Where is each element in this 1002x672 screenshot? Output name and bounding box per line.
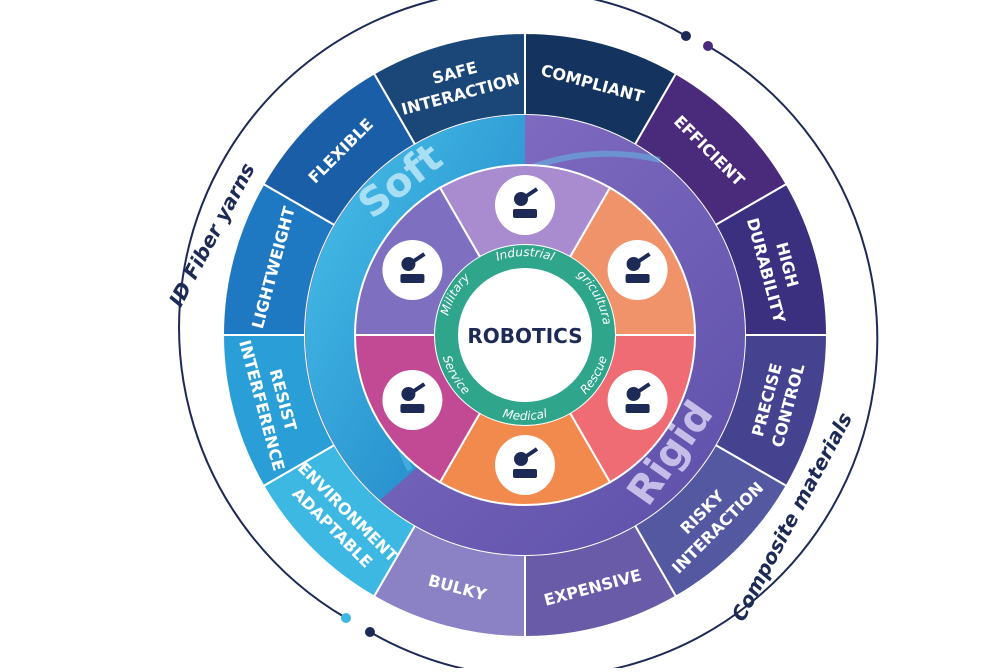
industrial-robot-arm-icon-base	[513, 209, 537, 218]
arc-dot-bottom-2	[365, 627, 375, 637]
arc-dot-top-1	[681, 31, 691, 41]
rescue-robot-icon-arm	[636, 382, 651, 394]
drone-icon	[382, 240, 443, 300]
tractor-icon-badge	[607, 240, 668, 300]
drone-icon-base	[400, 274, 425, 283]
industrial-robot-arm-icon	[495, 175, 555, 235]
medical-robot-icon	[495, 435, 555, 495]
application-medical-label: Medical	[502, 406, 550, 423]
drone-icon-badge	[382, 240, 443, 300]
industrial-robot-arm-icon-badge	[495, 175, 555, 235]
tractor-icon-base	[625, 274, 650, 283]
rescue-robot-icon	[607, 370, 668, 430]
drone-icon-arm	[411, 252, 426, 264]
medical-robot-icon-badge	[495, 435, 555, 495]
industrial-robot-arm-icon-arm	[523, 187, 539, 199]
application-industrial-label: Industrial	[494, 245, 557, 264]
tractor-icon-arm	[636, 252, 651, 264]
arc-dot-top-2	[703, 41, 713, 51]
medical-robot-icon-base	[513, 469, 537, 478]
applications-ring	[353, 164, 697, 506]
service-robot-icon-base	[400, 404, 425, 413]
outer-arc-right	[369, 45, 879, 672]
service-robot-icon-badge	[382, 370, 443, 430]
soft-band	[305, 115, 525, 500]
medical-robot-icon-arm	[523, 447, 539, 459]
arc-dot-bottom-1	[341, 613, 351, 623]
tractor-icon	[607, 240, 668, 300]
service-robot-icon	[382, 370, 443, 430]
service-robot-icon-arm	[411, 382, 426, 394]
center-circle	[458, 268, 592, 402]
rescue-robot-icon-badge	[607, 370, 668, 430]
center-label: ROBOTICS	[467, 324, 582, 348]
outer-arc-left	[177, 0, 687, 619]
rescue-robot-icon-base	[625, 404, 650, 413]
